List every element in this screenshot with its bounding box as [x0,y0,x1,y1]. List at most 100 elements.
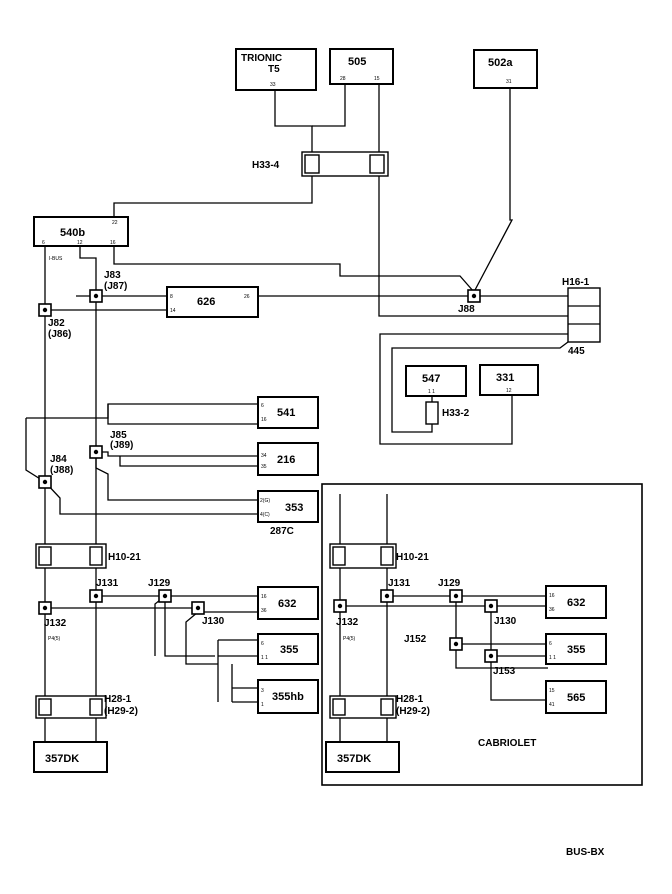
ibus-label: I-BUS [49,256,63,262]
c541-pin-b: 16 [261,417,267,423]
j129r-label: J129 [438,578,461,589]
h29-2-label: (H29-2) [104,706,138,717]
c216-label: 216 [277,454,295,466]
c353-pin-b: 4(C) [260,512,270,518]
connector-h16-1: H16-1 445 [562,277,601,357]
j130-label: J130 [202,616,225,627]
component-trionic-t5: TRIONIC T5 33 [235,48,317,91]
j129-label: J129 [148,578,171,589]
connector-h33-2: H33-2 [425,401,470,425]
c505-pin-a: 28 [340,76,346,82]
splice-j132: J132 [38,601,67,629]
c540b-pin-top: 22 [112,220,118,226]
p4-label: P4(5) [48,636,61,642]
c355hb-pin-b: 1 [261,702,264,708]
p4r-label: P4(5) [343,636,356,642]
h10-21-label: H10-21 [108,552,141,563]
component-547: 547 1 1 [405,365,467,397]
connector-h28-1: H28-1 (H29-2) [35,694,138,719]
c355hb-label: 355hb [272,691,304,703]
connector-h33-4: H33-4 [252,151,389,177]
j132-label: J132 [44,618,67,629]
component-216: 216 34 35 [257,442,319,476]
j82-label: J82 [48,318,65,329]
component-540b: 540b 22 6 12 16 [33,216,129,247]
splice-j129: J129 [148,578,172,603]
c632-pin-b: 36 [261,608,267,614]
c355-label: 355 [280,644,298,656]
component-505: 505 28 15 [329,48,394,85]
c355r-pin-b: 1 1 [549,655,556,661]
splices: J83 (J87) J82 (J86) J88 J85 (J89) J84 (J… [38,270,517,677]
c626-pin-c: 26 [244,294,250,300]
c565r-label: 565 [567,692,585,704]
c502a-pin: 31 [506,79,512,85]
splice-j131-cabriolet: J131 [380,578,411,603]
j84-label: J84 [50,454,67,465]
c540b-pin-a: 6 [42,240,45,246]
c626-label: 626 [197,296,215,308]
c505-label: 505 [348,56,366,68]
j153r-label: J153 [493,666,516,677]
c541-label: 541 [277,407,295,419]
component-355: 355 6 1 1 [257,633,319,665]
j86-label: (J86) [48,329,71,340]
j131-label: J131 [96,578,119,589]
connector-h28-1-cabriolet: H28-1 (H29-2) [329,694,430,719]
component-355-cabriolet: 355 6 1 1 [545,633,607,665]
c632-label: 632 [278,598,296,610]
c331-pin: 12 [506,388,512,394]
c565r-pin-a: 15 [549,688,555,694]
c540b-pin-b: 12 [77,240,83,246]
component-502a: 502a 31 [473,49,538,89]
c540b-pin-c: 16 [110,240,116,246]
c632r-label: 632 [567,597,585,609]
c353-sub: 287C [270,526,294,537]
j88b-label: (J88) [50,465,73,476]
c505-pin-b: 15 [374,76,380,82]
component-632: 632 16 36 [257,586,319,620]
j83-label: J83 [104,270,121,281]
splice-j129-cabriolet: J129 [438,578,463,603]
c357dkr-label: 357DK [337,753,371,765]
splice-j84: J84 (J88) [38,454,73,489]
j131r-label: J131 [388,578,411,589]
h16-1-sub: 445 [568,346,585,357]
component-626: 626 8 14 26 [166,286,259,318]
footer-code: BUS-BX [566,847,605,858]
c626-pin-a: 8 [170,294,173,300]
c565r-pin-b: 41 [549,702,555,708]
trionic-pin: 33 [270,82,276,88]
component-357dk-cabriolet: 357DK [325,741,400,773]
c353-label: 353 [285,502,303,514]
c353-pin-a: 2(G) [260,498,270,504]
h33-4-label: H33-4 [252,160,280,171]
component-632-cabriolet: 632 16 36 [545,585,607,619]
c355-pin-a: 6 [261,641,264,647]
splice-j132-cabriolet: J132 [333,599,359,628]
splice-j130-cabriolet: J130 [484,599,517,627]
h10-21r-label: H10-21 [396,552,429,563]
c541-pin-a: 6 [261,403,264,409]
j130r-label: J130 [494,616,517,627]
h28-1-label: H28-1 [104,694,132,705]
component-353: 353 2(G) 4(C) 287C [257,490,319,537]
component-565-cabriolet: 565 15 41 [545,680,607,714]
h33-2-label: H33-2 [442,408,470,419]
c502a-label: 502a [488,57,513,69]
splice-j131: J131 [89,578,119,603]
j132r-label: J132 [336,617,359,628]
h29-2r-label: (H29-2) [396,706,430,717]
c632-pin-a: 16 [261,594,267,600]
wires [25,84,600,742]
component-541: 541 6 16 [257,396,319,429]
splice-j82: J82 (J86) [38,303,71,340]
component-355hb: 355hb 3 1 [257,679,319,714]
c355hb-pin-a: 3 [261,688,264,694]
trionic-label-line2: T5 [268,64,280,75]
splice-j152-cabriolet: J152 [404,634,463,651]
c216-pin-b: 35 [261,464,267,470]
component-357dk: 357DK [33,741,108,773]
cabriolet-frame [321,483,643,786]
